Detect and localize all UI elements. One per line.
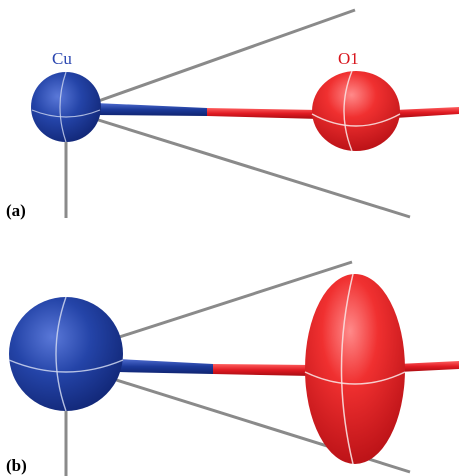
bond-cu-o-blue [118, 359, 213, 374]
bond-gray-upper [89, 8, 356, 106]
o-atom [304, 273, 406, 465]
panel-a [31, 8, 459, 219]
bond-o-right [398, 361, 459, 372]
o-atom [311, 70, 401, 152]
cu-atom [31, 71, 101, 143]
atom-label-o1: O1 [338, 49, 359, 68]
panel-label-a: (a) [6, 201, 26, 220]
bond-cu-o-red [213, 364, 312, 376]
panel-label-b: (b) [6, 456, 27, 475]
bond-gray-upper [109, 260, 353, 342]
cu-atom [8, 296, 124, 412]
bond-cu-o-red [207, 108, 320, 119]
atom-label-cu: Cu [52, 49, 72, 68]
bond-cu-o-blue [95, 103, 207, 116]
bond-gray-lower [91, 116, 411, 219]
panel-b [8, 260, 459, 476]
bond-o-right [395, 107, 459, 118]
